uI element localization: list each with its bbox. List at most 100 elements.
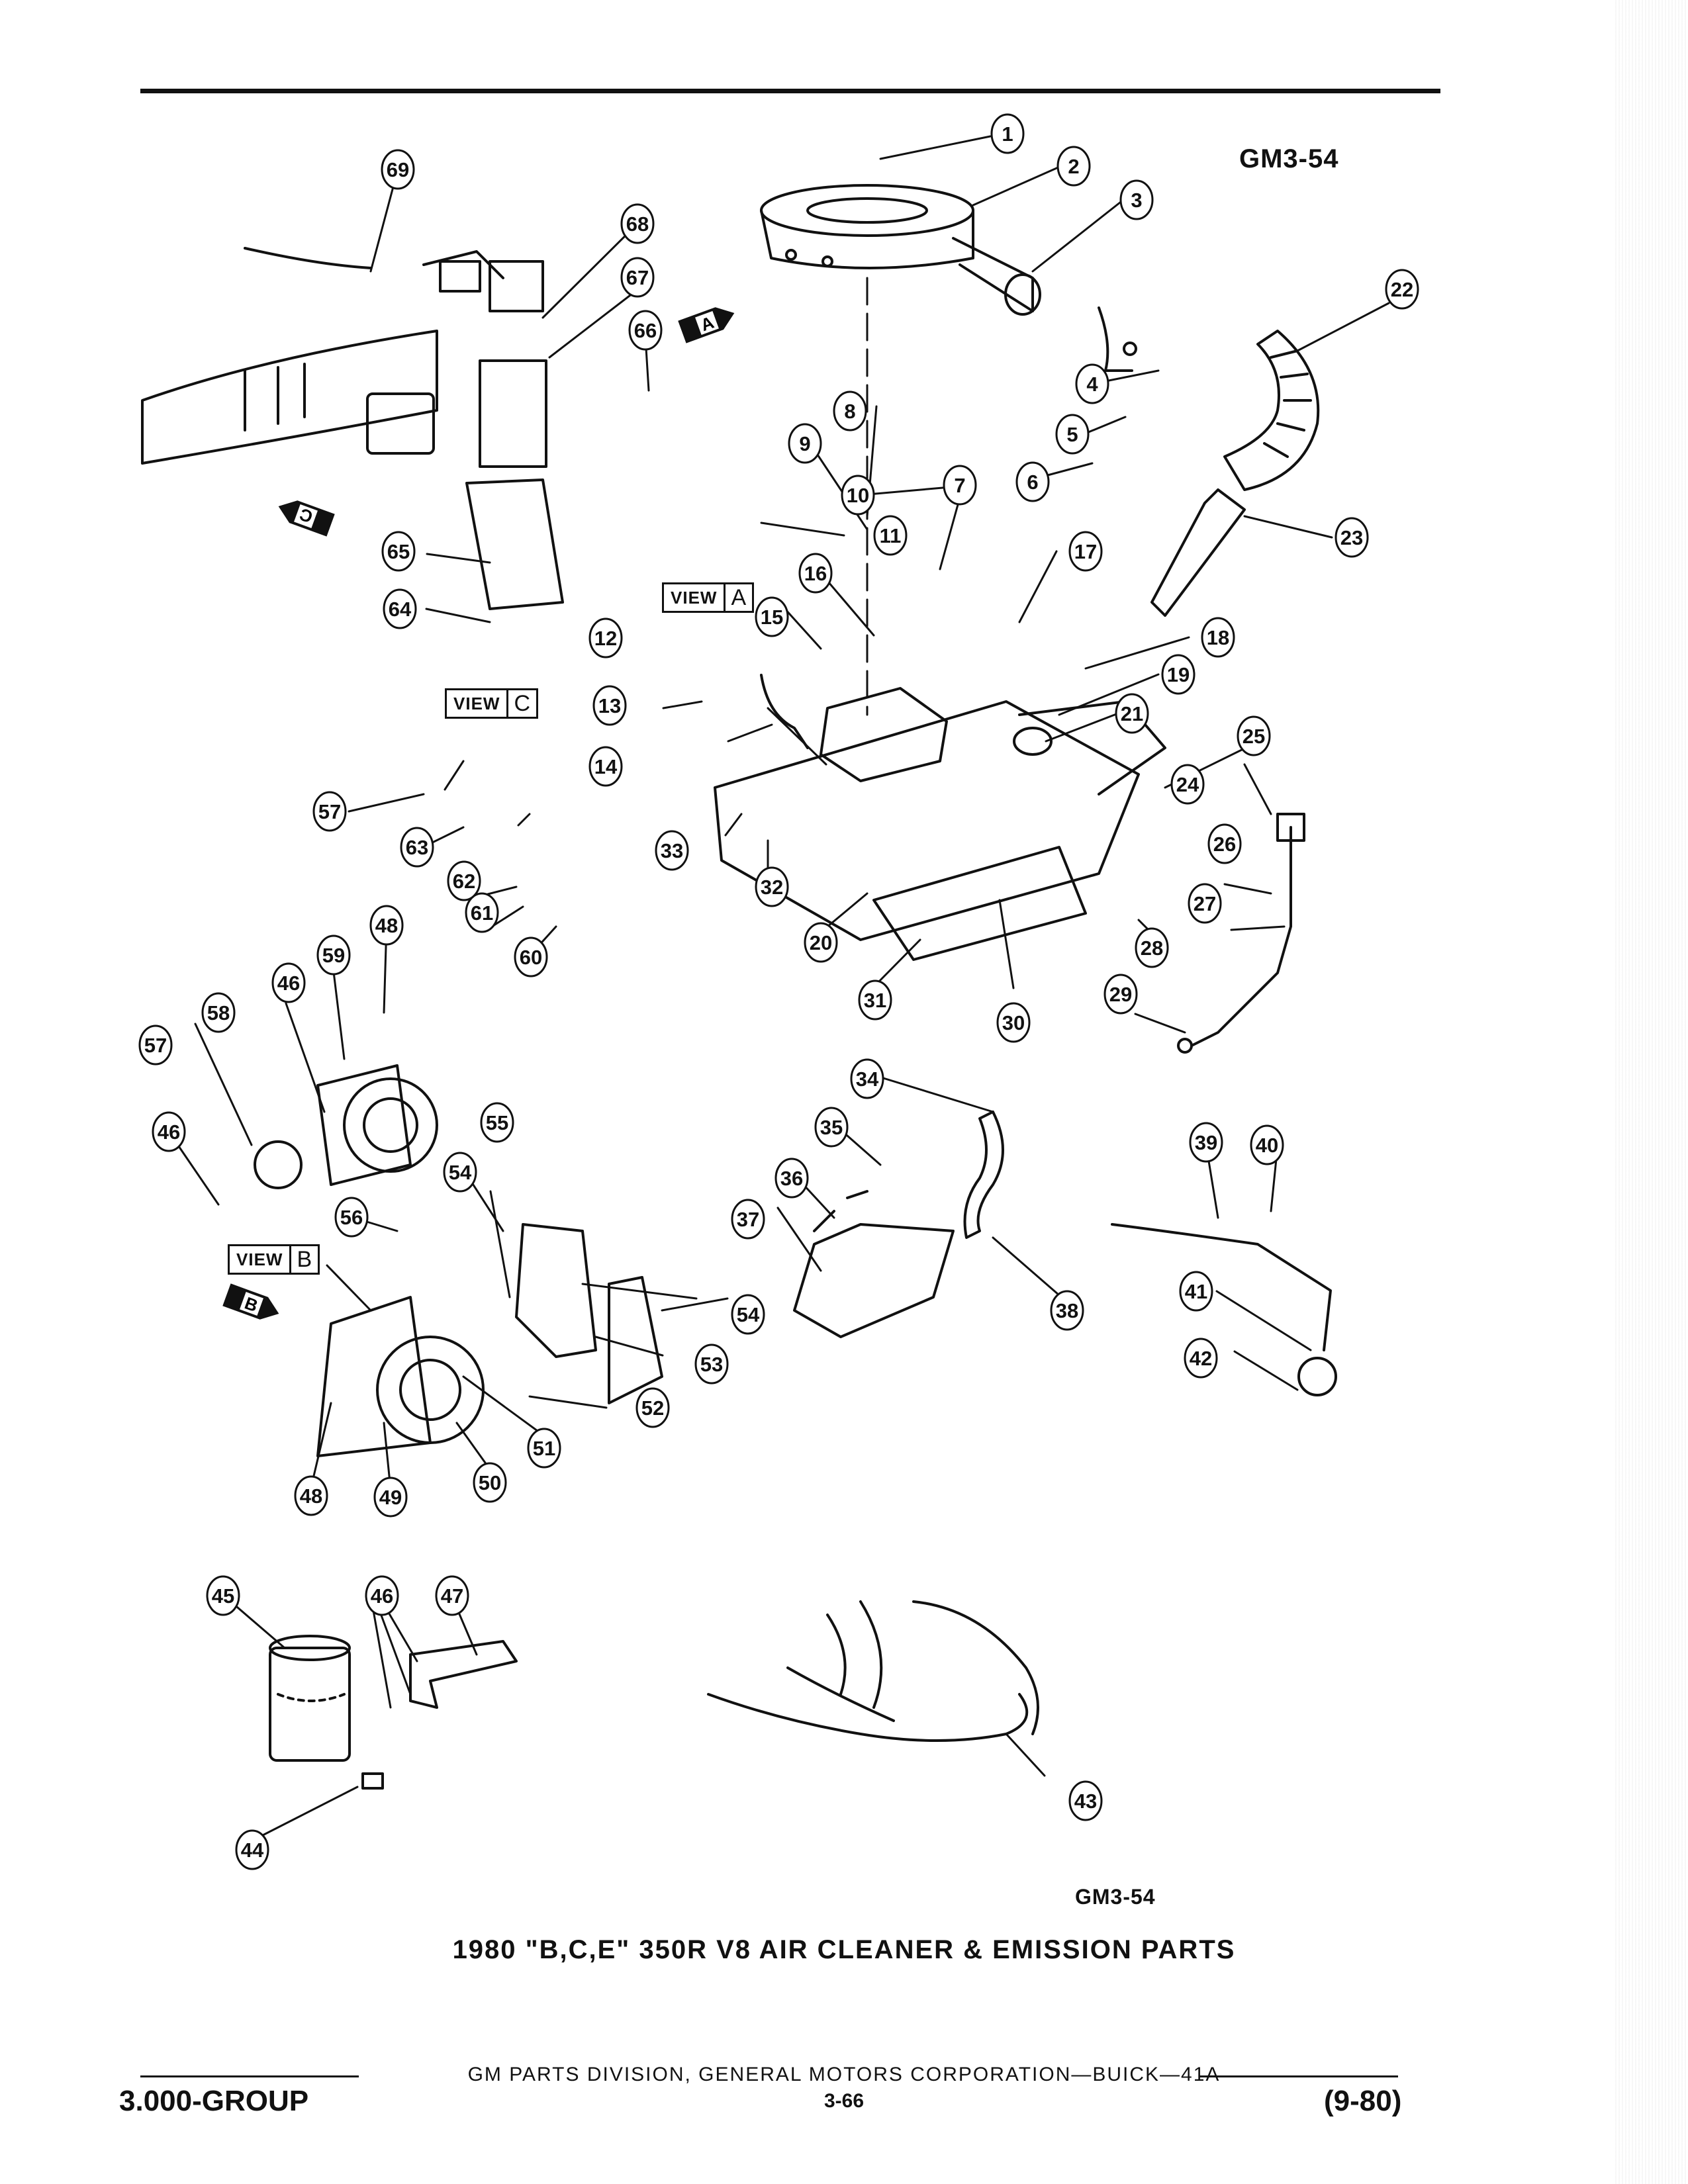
callout-number: 9 (799, 432, 810, 455)
callout-number: 50 (479, 1471, 501, 1494)
callout-number: 69 (387, 158, 409, 181)
callout-42: 42 (1184, 1338, 1218, 1379)
callout-19: 19 (1161, 654, 1196, 695)
callout-balloon (1189, 1122, 1223, 1163)
callout-number: 68 (626, 212, 649, 236)
callout-balloon (990, 113, 1025, 154)
footer-rule-right (1199, 2075, 1398, 2077)
callout-balloon (527, 1428, 561, 1469)
callout-balloon (271, 962, 306, 1003)
callout-balloon (620, 203, 655, 244)
callout-37: 37 (731, 1199, 765, 1240)
callout-balloon (294, 1475, 328, 1516)
callout-balloon (152, 1111, 186, 1152)
callout-29: 29 (1103, 974, 1138, 1015)
callout-number: 34 (856, 1068, 879, 1091)
callout-number: 36 (780, 1167, 803, 1190)
view-marker-c: C (278, 500, 335, 537)
view-marker-box (695, 311, 719, 335)
pcv-hose-illustration (963, 1111, 1004, 1239)
view-word: VIEW (671, 588, 718, 608)
callout-57: 57 (312, 791, 347, 832)
callout-27: 27 (1188, 883, 1222, 924)
callout-2: 2 (1056, 146, 1091, 187)
callout-63: 63 (400, 827, 434, 868)
callout-number: 19 (1167, 663, 1190, 686)
callout-balloon (774, 1158, 809, 1199)
callout-balloon (1115, 693, 1149, 734)
callout-41: 41 (1179, 1271, 1213, 1312)
callout-number: 64 (389, 598, 412, 621)
callout-47: 47 (435, 1575, 469, 1616)
callout-balloon (788, 423, 822, 464)
view-word: VIEW (236, 1250, 283, 1269)
callout-number: 48 (375, 914, 398, 937)
callout-balloon (373, 1477, 408, 1518)
callout-9: 9 (788, 423, 822, 464)
callout-number: 17 (1074, 540, 1097, 563)
footer-group: 3.000-GROUP (119, 2085, 309, 2117)
callout-balloon (755, 596, 789, 637)
callout-balloon (443, 1152, 477, 1193)
callout-balloon (381, 531, 416, 572)
callout-number: 30 (1002, 1011, 1025, 1034)
callout-number: 40 (1256, 1134, 1278, 1157)
callout-4: 4 (1075, 363, 1109, 404)
callout-12: 12 (588, 617, 623, 659)
callout-balloon (1015, 461, 1050, 502)
callout-13: 13 (592, 685, 627, 726)
callout-balloon (1335, 517, 1369, 558)
callout-balloon (804, 922, 838, 963)
callout-number: 4 (1086, 373, 1098, 396)
callout-number: 20 (810, 931, 832, 954)
callout-24: 24 (1170, 764, 1205, 805)
callout-balloon (1135, 927, 1169, 968)
callout-58: 58 (201, 992, 236, 1033)
callout-balloon (1119, 179, 1154, 220)
callout-6: 6 (1015, 461, 1050, 502)
callout-59: 59 (316, 934, 351, 976)
vacuum-tube-illustration (1177, 813, 1305, 1054)
callout-30: 30 (996, 1002, 1031, 1043)
callout-34: 34 (850, 1058, 884, 1099)
callout-48: 48 (294, 1475, 328, 1516)
callout-36: 36 (774, 1158, 809, 1199)
callout-balloon (814, 1107, 849, 1148)
callout-48: 48 (369, 905, 404, 946)
callout-8: 8 (833, 390, 867, 432)
callout-54: 54 (731, 1294, 765, 1335)
callout-balloon (480, 1102, 514, 1143)
callout-balloon (1188, 883, 1222, 924)
callout-number: 33 (661, 839, 683, 862)
callout-number: 6 (1027, 471, 1038, 494)
callout-number: 42 (1190, 1347, 1212, 1370)
callout-number: 27 (1194, 892, 1216, 915)
callout-number: 11 (880, 524, 902, 547)
bracket-illustration (515, 1190, 955, 1404)
callout-22: 22 (1385, 269, 1419, 310)
callout-number: 12 (594, 627, 617, 650)
footer-rule-left (140, 2075, 359, 2077)
callout-21: 21 (1115, 693, 1149, 734)
callout-balloon (833, 390, 867, 432)
callout-number: 53 (700, 1353, 723, 1376)
callout-balloon (400, 827, 434, 868)
top-rule (140, 89, 1440, 93)
callout-number: 62 (453, 870, 475, 893)
callout-49: 49 (373, 1477, 408, 1518)
callout-number: 46 (371, 1584, 393, 1608)
callout-balloon (620, 257, 655, 298)
callout-11: 11 (873, 515, 908, 556)
callout-18: 18 (1201, 617, 1235, 658)
carburetor-manifold-illustration (714, 674, 1166, 961)
callout-balloon (873, 515, 908, 556)
callout-number: 44 (241, 1839, 264, 1862)
callout-number: 23 (1340, 526, 1363, 549)
callout-35: 35 (814, 1107, 849, 1148)
callout-number: 56 (340, 1206, 363, 1229)
scan-edge-texture (1615, 0, 1688, 2184)
callout-balloon (731, 1294, 765, 1335)
callout-46: 46 (152, 1111, 186, 1152)
callout-balloon (655, 830, 689, 871)
